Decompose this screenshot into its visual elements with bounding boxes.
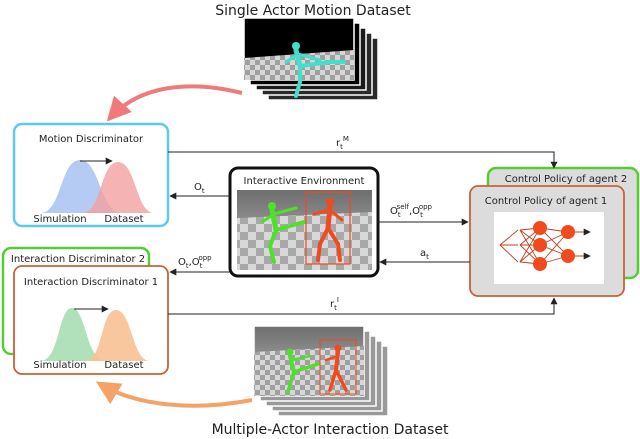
policy-network-icon <box>499 221 591 271</box>
green-agent-figure <box>260 202 306 264</box>
single-dataset-to-motion-arrow <box>106 84 243 122</box>
environment-title: Interactive Environment <box>244 176 365 187</box>
red-agent-highlight <box>305 191 351 265</box>
dataset-distribution-red <box>82 162 154 213</box>
multi-dataset-image-stack <box>253 325 389 417</box>
interaction-discriminator-1-title: Interaction Discriminator 1 <box>24 277 158 288</box>
single-dataset-title: Single Actor Motion Dataset <box>215 3 411 19</box>
policy-2-title: Control Policy of agent 2 <box>505 174 628 185</box>
obs-to-interaction-label: Ot,Otopp <box>178 254 212 270</box>
policy-1-title: Control Policy of agent 1 <box>485 196 608 207</box>
motion-discriminator: Motion Discriminator Simulation Dataset <box>12 122 170 228</box>
motion-reward-arrow <box>168 151 558 169</box>
interactive-environment: Interactive Environment <box>228 166 380 278</box>
single-dataset-image-stack <box>243 17 379 101</box>
obs-to-policy-label: Otself,Otopp <box>390 203 433 219</box>
multi-red-actor <box>324 344 348 392</box>
sim-distribution-green <box>40 308 106 361</box>
interaction-sim-label: Simulation <box>33 360 86 371</box>
multi-green-actor <box>286 348 320 394</box>
obs-to-motion-label: Ot <box>194 182 205 195</box>
cyan-actor-figure <box>284 42 346 98</box>
interaction-discriminator-1: Interaction Discriminator 1 Simulation D… <box>13 265 169 375</box>
interaction-reward-label: rtI <box>330 296 339 312</box>
multi-dataset-to-interaction-arrow <box>95 381 253 408</box>
interaction-reward-arrow <box>168 297 558 315</box>
motion-sim-label: Simulation <box>33 214 86 225</box>
interaction-dataset-label: Dataset <box>104 360 143 371</box>
interaction-discriminator-2-title: Interaction Discriminator 2 <box>11 254 145 265</box>
motion-discriminator-title: Motion Discriminator <box>39 134 144 145</box>
motion-dataset-label: Dataset <box>104 214 143 225</box>
action-label: at <box>420 248 429 261</box>
dataset-distribution-orange <box>84 310 150 361</box>
motion-reward-label: rtM <box>336 135 349 151</box>
red-agent-figure <box>312 198 344 262</box>
multi-red-highlight <box>319 339 357 395</box>
control-policy-agent-1: Control Policy of agent 1 <box>469 185 625 297</box>
multi-dataset-title: Multiple-Actor Interaction Dataset <box>212 422 449 438</box>
